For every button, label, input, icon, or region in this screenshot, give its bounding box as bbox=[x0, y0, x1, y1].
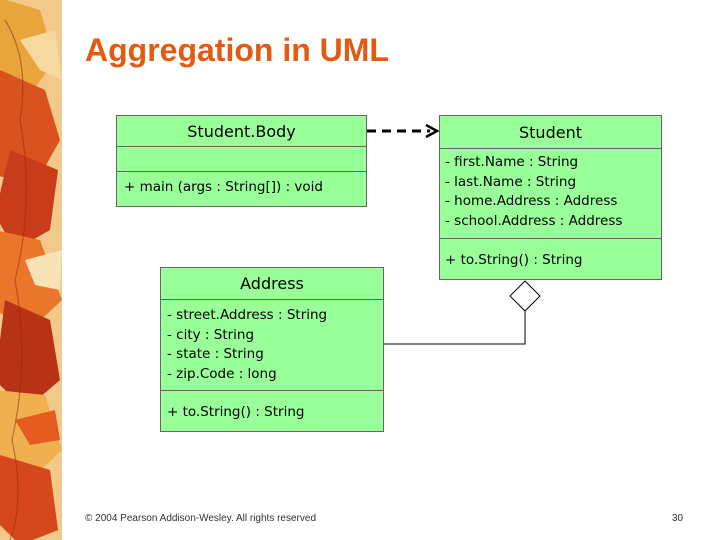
attribute-line: - state : String bbox=[167, 346, 264, 362]
class-address: Address - street.Address : String - city… bbox=[160, 267, 384, 432]
method-line: + main (args : String[]) : void bbox=[124, 179, 323, 195]
method-line: + to.String() : String bbox=[167, 404, 305, 420]
attributes-section bbox=[117, 147, 366, 172]
class-student-body: Student.Body + main (args : String[]) : … bbox=[116, 115, 367, 207]
method-line: + to.String() : String bbox=[445, 252, 583, 268]
aggregation-diamond bbox=[509, 280, 541, 312]
page-number: 30 bbox=[672, 513, 684, 524]
attribute-line: - school.Address : Address bbox=[445, 212, 623, 229]
attribute-line: - first.Name : String bbox=[445, 154, 579, 170]
attributes-section: - street.Address : String - city : Strin… bbox=[161, 300, 383, 391]
attribute-line: - city : String bbox=[167, 326, 255, 343]
attribute-line: - home.Address : Address bbox=[445, 193, 618, 209]
slide-title: Aggregation in UML bbox=[85, 32, 389, 68]
class-name: Student bbox=[440, 116, 661, 149]
attribute-line: - last.Name : String bbox=[445, 173, 577, 190]
aggregation-line bbox=[384, 311, 526, 345]
attribute-line: - street.Address : String bbox=[167, 307, 328, 323]
methods-section: + to.String() : String bbox=[161, 391, 383, 423]
class-student: Student - first.Name : String - last.Nam… bbox=[439, 115, 662, 280]
class-name: Address bbox=[161, 268, 383, 300]
methods-section: + to.String() : String bbox=[440, 239, 661, 271]
class-name: Student.Body bbox=[117, 116, 366, 147]
footer-copyright: © 2004 Pearson Addison-Wesley. All right… bbox=[85, 513, 317, 524]
attributes-section: - first.Name : String - last.Name : Stri… bbox=[440, 149, 661, 239]
autumn-leaves-image bbox=[0, 0, 62, 540]
methods-section: + main (args : String[]) : void bbox=[117, 172, 366, 198]
attribute-line: - zip.Code : long bbox=[167, 365, 277, 382]
dependency-arrowhead bbox=[425, 123, 440, 139]
